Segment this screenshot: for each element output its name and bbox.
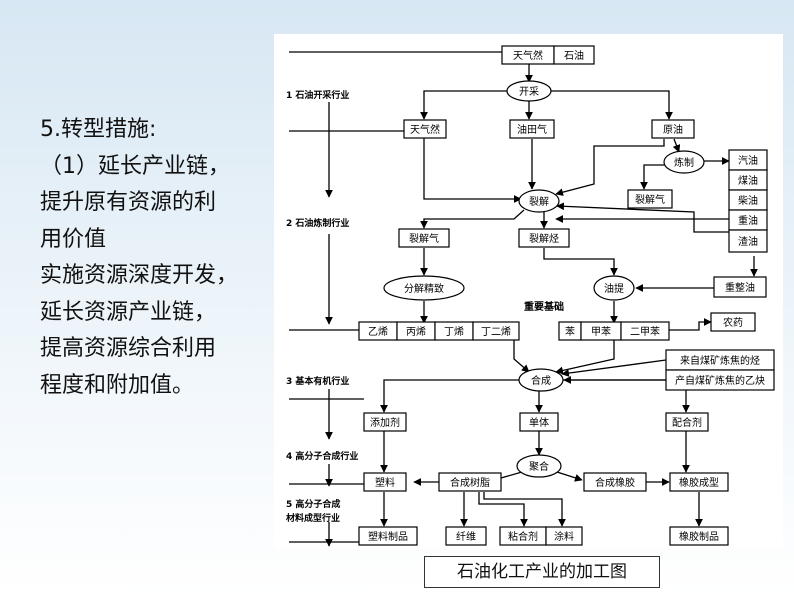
slide-line: （1）延长产业链， bbox=[40, 153, 230, 179]
stage-label: 3 基本有机行业 bbox=[286, 375, 349, 387]
node-natural-gas-source: 天气然 bbox=[513, 49, 543, 62]
stage-label: 1 石油开采行业 bbox=[286, 89, 349, 101]
node-toluene: 甲苯 bbox=[591, 325, 611, 338]
node-polymerization: 聚合 bbox=[529, 460, 549, 473]
node-mining: 开采 bbox=[519, 86, 539, 98]
slide-line: 提高资源综合利用 bbox=[40, 336, 217, 361]
node-box bbox=[728, 229, 768, 253]
node-box bbox=[620, 321, 670, 341]
slide-line: 程度和附加值。 bbox=[40, 372, 195, 398]
node-benzene: 苯 bbox=[565, 325, 575, 338]
node-box bbox=[665, 369, 775, 391]
node-synthetic-rubber: 合成橡胶 bbox=[595, 476, 635, 489]
diagram-caption: 石油化工产业的加工图 bbox=[424, 556, 660, 588]
node-ellipse bbox=[506, 80, 552, 102]
node-box bbox=[438, 472, 502, 492]
node-box bbox=[651, 119, 695, 139]
node-box bbox=[553, 45, 595, 65]
node-monomer: 单体 bbox=[529, 417, 549, 429]
node-box bbox=[363, 472, 407, 492]
node-ethylene: 乙烯 bbox=[368, 325, 388, 338]
node-rubber-molding: 橡胶成型 bbox=[679, 476, 719, 489]
slide-line: 提升原有资源的利 bbox=[40, 190, 217, 215]
node-box bbox=[363, 412, 407, 432]
node-coal-hydrocarbon: 来自煤矿炼焦的烃 bbox=[680, 354, 760, 367]
node-synthetic-resin: 合成树脂 bbox=[450, 476, 490, 489]
slide-heading: 5.转型措施: bbox=[40, 117, 157, 142]
flow-nodes: 天气然 石油 开采 天气然 油田气 原油 炼制 裂解气 汽油 煤油 柴油 重油 … bbox=[358, 45, 775, 546]
node-ellipse bbox=[518, 368, 564, 392]
node-natural-gas: 天气然 bbox=[410, 123, 440, 136]
node-box bbox=[669, 472, 729, 492]
node-ellipse bbox=[518, 189, 560, 213]
node-fiber: 纤维 bbox=[456, 530, 476, 543]
node-cracking-gas-small: 裂解气 bbox=[635, 193, 665, 206]
node-separation: 分解精致 bbox=[404, 282, 444, 295]
node-oilfield-gas: 油田气 bbox=[517, 123, 547, 136]
node-refining: 炼制 bbox=[674, 156, 694, 169]
node-box bbox=[472, 321, 520, 341]
node-compounding-agent: 配合剂 bbox=[672, 416, 702, 429]
node-ellipse bbox=[593, 275, 635, 301]
node-plastic-products: 塑料制品 bbox=[368, 530, 408, 543]
node-cracking: 裂解 bbox=[529, 195, 549, 208]
slide-text: 5.转型措施: （1）延长产业链， 提升原有资源的利 用价值 实施资源深度开发，… bbox=[40, 112, 276, 404]
label-key-raw-materials: 重要基础 bbox=[524, 300, 564, 313]
node-pesticide: 农药 bbox=[723, 316, 743, 329]
node-box bbox=[403, 119, 447, 139]
node-box bbox=[710, 312, 756, 332]
node-box bbox=[669, 526, 729, 546]
node-box bbox=[358, 526, 418, 546]
node-box bbox=[545, 526, 583, 546]
node-gasoline: 汽油 bbox=[738, 154, 758, 167]
node-kerosene: 煤油 bbox=[738, 174, 758, 187]
slide-line: 延长资源产业链， bbox=[40, 299, 217, 325]
node-box bbox=[519, 412, 559, 432]
node-additive: 添加剂 bbox=[370, 416, 400, 429]
node-box bbox=[445, 526, 487, 546]
node-box bbox=[713, 276, 767, 298]
node-crude-oil: 原油 bbox=[663, 123, 683, 136]
node-cracking-hydrocarbon: 裂解烃 bbox=[529, 232, 559, 245]
node-residue: 渣油 bbox=[738, 235, 758, 248]
node-diesel: 柴油 bbox=[738, 194, 758, 207]
node-oil-extract: 油提 bbox=[604, 282, 624, 295]
petrochemical-flow-diagram: 1 石油开采行业 2 石油炼制行业 3 基本有机行业 4 高分子合成行业 5 高… bbox=[285, 45, 775, 547]
node-butadiene: 丁二烯 bbox=[481, 325, 511, 338]
node-propylene: 丙烯 bbox=[406, 325, 426, 338]
flow-connectors bbox=[289, 51, 758, 547]
node-heavy-oil: 重油 bbox=[738, 214, 758, 227]
slide-line: 实施资源深度开发， bbox=[40, 263, 239, 288]
node-plastic: 塑料 bbox=[375, 476, 395, 489]
node-box bbox=[509, 119, 555, 139]
node-box bbox=[583, 472, 647, 492]
node-box bbox=[665, 412, 709, 432]
node-rubber-products: 橡胶制品 bbox=[679, 530, 719, 543]
slide-line: 用价值 bbox=[40, 226, 107, 252]
node-box bbox=[398, 228, 450, 248]
stage-label: 2 石油炼制行业 bbox=[286, 217, 349, 229]
node-xylene: 二甲苯 bbox=[630, 325, 660, 338]
node-cracking-gas: 裂解气 bbox=[409, 232, 439, 245]
stage-label: 材料成型行业 bbox=[285, 512, 340, 524]
node-synthesis: 合成 bbox=[531, 374, 551, 387]
node-box bbox=[627, 189, 673, 209]
node-coal-acetylene: 产自煤矿炼焦的乙炔 bbox=[675, 374, 765, 387]
node-coating: 涂料 bbox=[554, 530, 574, 543]
node-box bbox=[518, 228, 570, 248]
stage-label: 4 高分子合成行业 bbox=[286, 450, 358, 462]
node-ellipse bbox=[516, 454, 562, 478]
node-ellipse bbox=[663, 150, 705, 174]
flow-diagram-panel: 1 石油开采行业 2 石油炼制行业 3 基本有机行业 4 高分子合成行业 5 高… bbox=[274, 34, 783, 549]
node-adhesive: 粘合剂 bbox=[508, 530, 538, 543]
stage-labels: 1 石油开采行业 2 石油炼制行业 3 基本有机行业 4 高分子合成行业 5 高… bbox=[285, 89, 358, 524]
node-butylene: 丁烯 bbox=[444, 325, 464, 338]
node-ellipse bbox=[383, 275, 465, 301]
node-reforming-oil: 重整油 bbox=[725, 281, 755, 294]
stage-label: 5 高分子合成 bbox=[286, 498, 340, 510]
node-crude-oil-source: 石油 bbox=[564, 49, 584, 62]
